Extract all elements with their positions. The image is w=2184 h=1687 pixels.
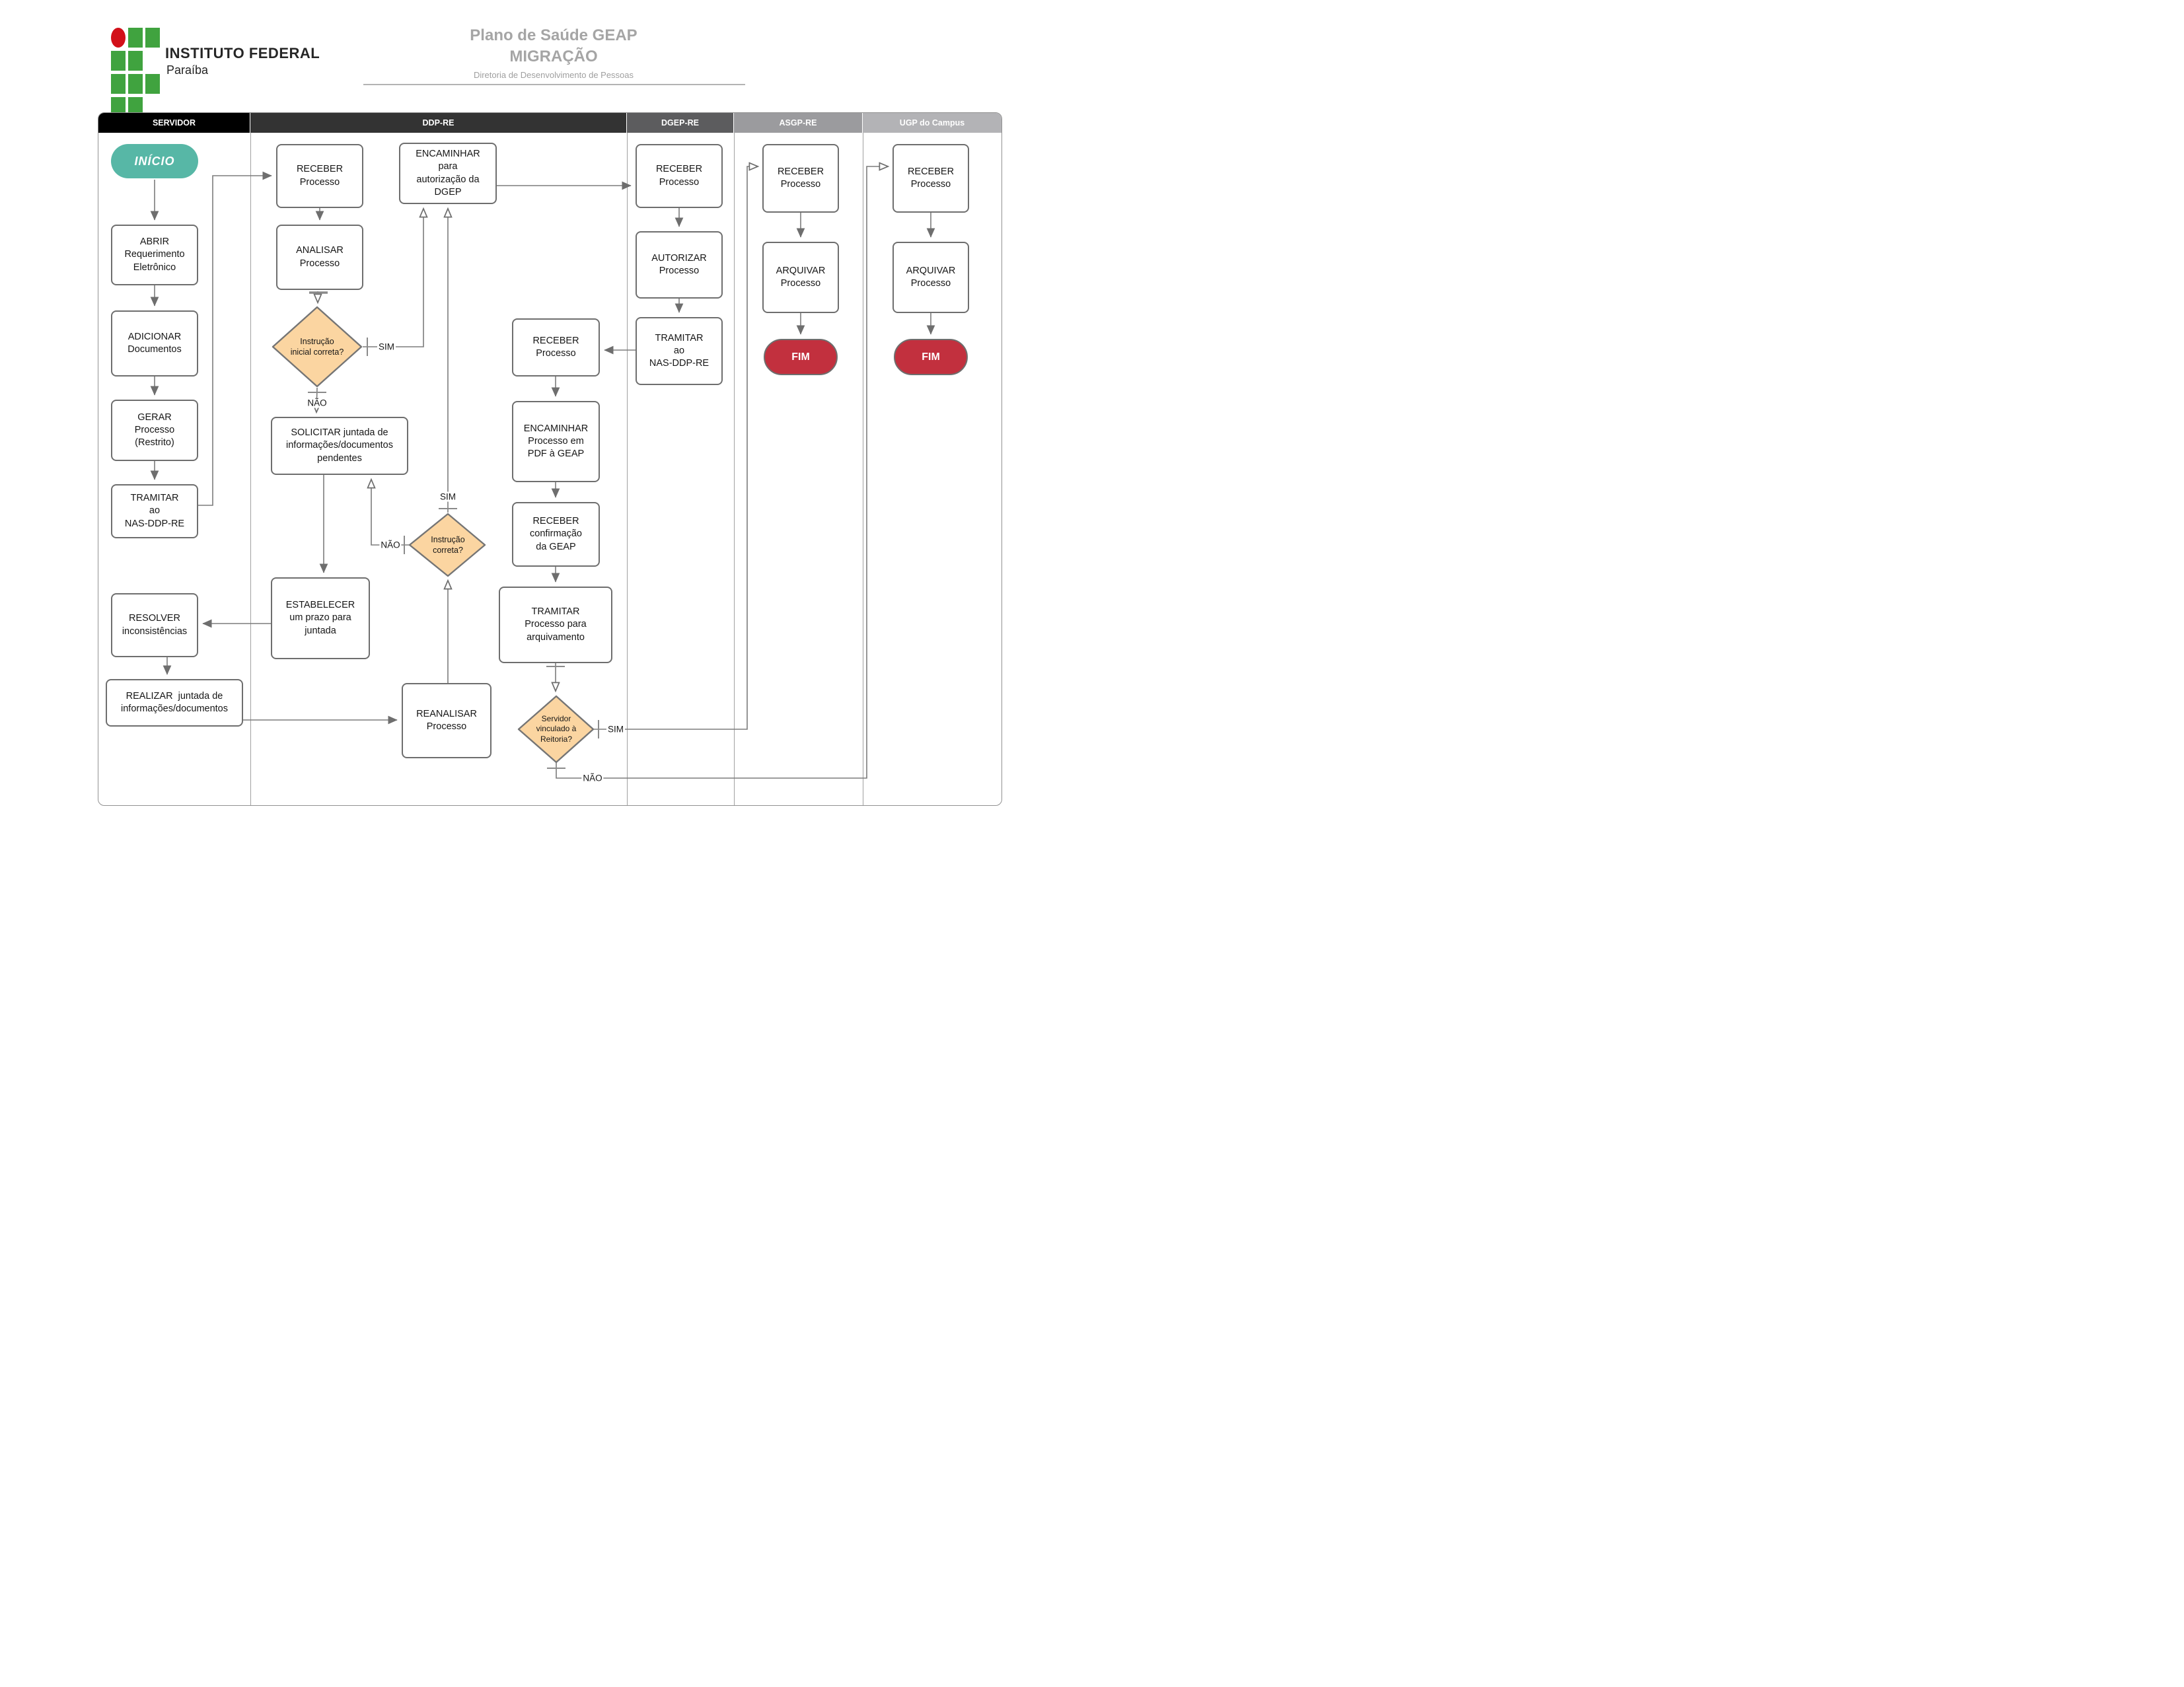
lane-header-ugp: UGP do Campus <box>863 113 1001 133</box>
edge-tramitar-receberddp <box>198 171 272 506</box>
edge-label-sim-1: SIM <box>377 341 396 352</box>
node-tramitar-nas-dgep: TRAMITAR ao NAS-DDP-RE <box>636 317 723 385</box>
node-arquivar-processo-ugp: ARQUIVAR Processo <box>892 242 969 313</box>
decision-instrucao-inicial <box>272 306 363 388</box>
edge-decisao2-nao-solicitar <box>371 480 410 546</box>
node-gerar-processo: GERAR Processo (Restrito) <box>111 400 198 461</box>
page: { "header": { "logo_title": "INSTITUTO F… <box>0 0 1092 844</box>
node-autorizar-processo: AUTORIZAR Processo <box>636 231 723 299</box>
edge-decisao1-sim-encaminhar <box>363 209 423 347</box>
edge-label-sim-2: SIM <box>438 491 458 502</box>
edge-label-sim-3: SIM <box>606 724 626 735</box>
lane-header-servidor: SERVIDOR <box>98 113 250 133</box>
node-resolver-inconsistencias: RESOLVER inconsistências <box>111 593 198 657</box>
node-adicionar-documentos: ADICIONAR Documentos <box>111 310 198 377</box>
node-abrir-requerimento: ABRIR Requerimento Eletrônico <box>111 225 198 285</box>
node-estabelecer-prazo: ESTABELECER um prazo para juntada <box>271 577 370 659</box>
node-receber-processo-asgp: RECEBER Processo <box>762 144 839 213</box>
page-title: Plano de Saúde GEAP MIGRAÇÃO <box>470 26 637 65</box>
logo-subtitle: Paraíba <box>166 63 209 77</box>
lane-divider <box>250 133 251 805</box>
edge-label-nao-1: NÃO <box>306 398 328 408</box>
edge-label-nao-3: NÃO <box>581 773 604 783</box>
node-receber-processo-ddp: RECEBER Processo <box>276 144 363 208</box>
lane-header-dgep-re: DGEP-RE <box>627 113 734 133</box>
node-realizar-juntada: REALIZAR juntada de informações/document… <box>106 679 243 727</box>
lane-divider <box>627 133 628 805</box>
page-subtitle: Diretoria de Desenvolvimento de Pessoas <box>473 70 634 80</box>
node-solicitar-juntada: SOLICITAR juntada de informações/documen… <box>271 417 408 475</box>
decision-label-instrucao-inicial: Instrução inicial correta? <box>290 336 344 357</box>
start-node: INÍCIO <box>111 144 198 178</box>
lane-headers: SERVIDOR DDP-RE DGEP-RE ASGP-RE UGP do C… <box>98 113 1001 133</box>
title-underline <box>363 84 745 85</box>
ifpb-logo-icon <box>111 28 164 122</box>
decision-instrucao-correta <box>408 513 486 577</box>
node-reanalisar-processo: REANALISAR Processo <box>402 683 491 758</box>
edge-label-nao-2: NÃO <box>379 540 402 550</box>
node-encaminhar-pdf-geap: ENCAMINHAR Processo em PDF à GEAP <box>512 401 600 482</box>
decision-label-instrucao-correta: Instrução correta? <box>431 534 465 555</box>
end-node-asgp: FIM <box>764 339 838 375</box>
node-receber-processo-ugp: RECEBER Processo <box>892 144 969 213</box>
node-receber-processo-dgep: RECEBER Processo <box>636 144 723 208</box>
decision-servidor-reitoria <box>517 695 595 764</box>
decision-label-servidor-reitoria: Servidor vinculado à Reitoria? <box>536 713 577 744</box>
node-receber-confirmacao-geap: RECEBER confirmação da GEAP <box>512 502 600 567</box>
lane-header-ddp-re: DDP-RE <box>250 113 627 133</box>
logo-red-dot <box>111 28 126 48</box>
node-analisar-processo: ANALISAR Processo <box>276 225 363 290</box>
logo-title: INSTITUTO FEDERAL <box>165 45 320 61</box>
node-encaminhar-autorizacao-dgep: ENCAMINHAR para autorização da DGEP <box>399 143 497 204</box>
node-arquivar-processo-asgp: ARQUIVAR Processo <box>762 242 839 313</box>
lane-header-asgp-re: ASGP-RE <box>734 113 863 133</box>
flow-connectors <box>150 0 935 779</box>
node-receber-processo-mid: RECEBER Processo <box>512 318 600 377</box>
end-node-ugp: FIM <box>894 339 968 375</box>
node-tramitar-arquivamento: TRAMITAR Processo para arquivamento <box>499 587 612 663</box>
edge-decisao3-nao-ugp <box>556 166 888 779</box>
node-tramitar-nas: TRAMITAR ao NAS-DDP-RE <box>111 484 198 538</box>
connector-ticks <box>308 291 599 769</box>
lane-divider <box>734 133 735 805</box>
edge-decisao3-sim-asgp <box>593 166 758 730</box>
